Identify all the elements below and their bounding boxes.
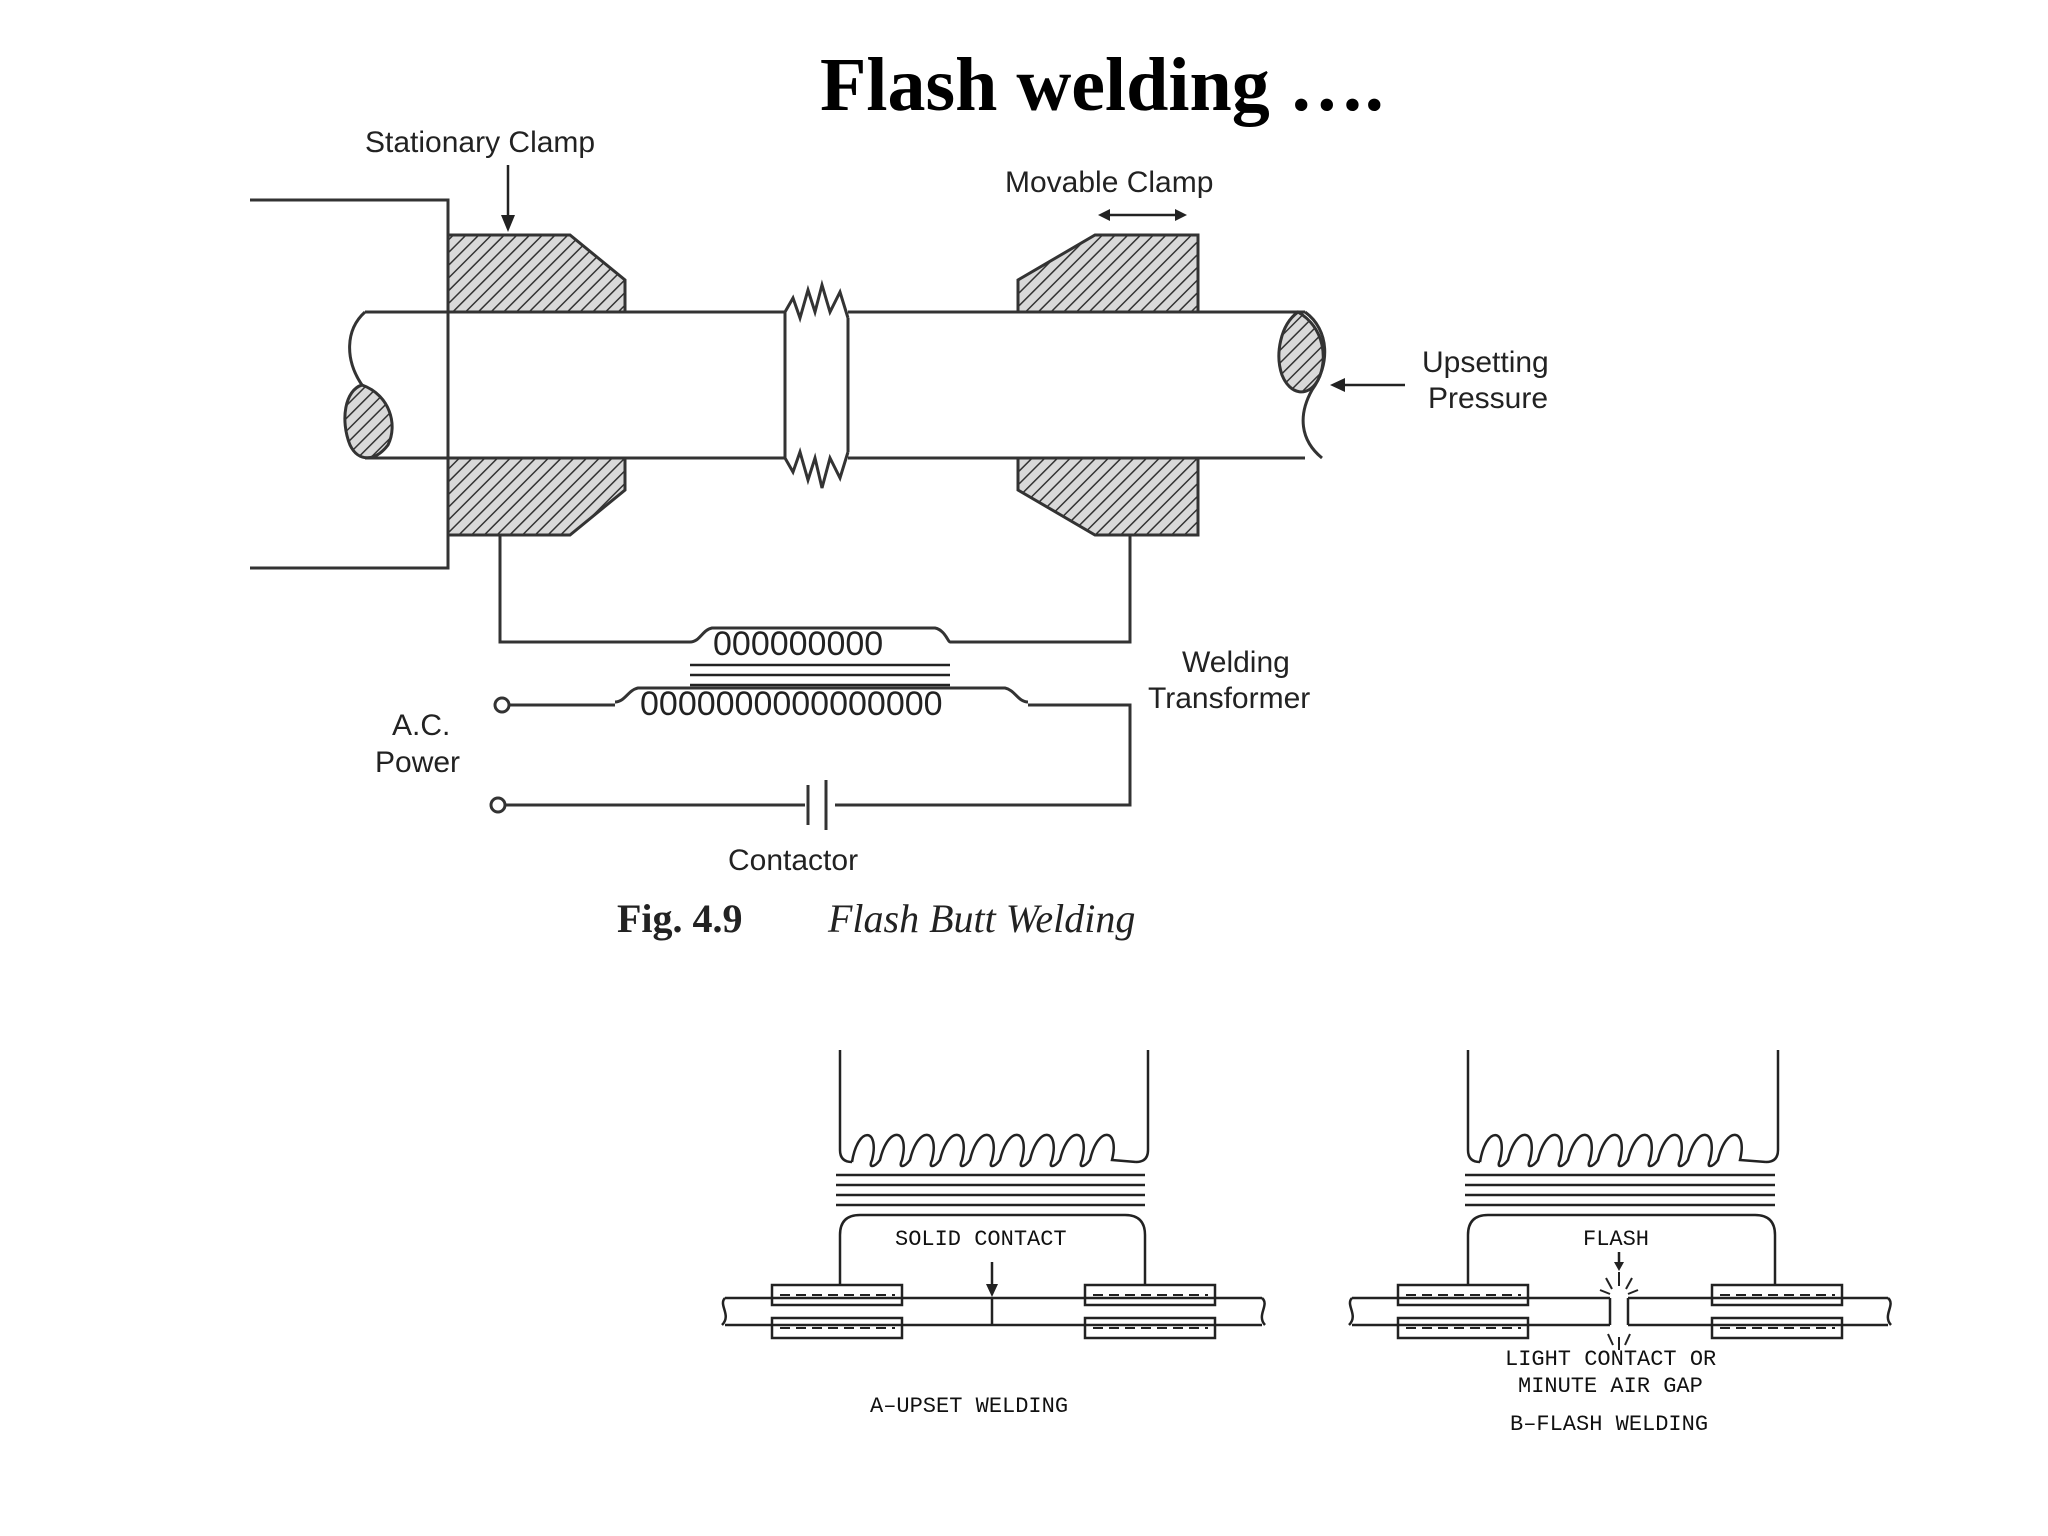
- label-flash-welding: B–FLASH WELDING: [1510, 1412, 1708, 1437]
- label-air-gap: MINUTE AIR GAP: [1518, 1374, 1703, 1399]
- stationary-clamp-lower: [446, 456, 627, 537]
- flash-welding-diagram: [1348, 1050, 1893, 1350]
- primary-wire-right: [835, 703, 1132, 807]
- ac-terminal-top: [493, 696, 511, 714]
- secondary-circuit-right: [950, 535, 1132, 644]
- label-contactor: Contactor: [728, 844, 858, 877]
- label-transformer: Transformer: [1148, 682, 1310, 715]
- label-stationary-clamp: Stationary Clamp: [365, 126, 595, 159]
- label-solid-contact: SOLID CONTACT: [895, 1227, 1067, 1252]
- machine-frame: [250, 198, 450, 570]
- slide-title: Flash welding ….: [820, 43, 1384, 127]
- label-pressure: Pressure: [1428, 382, 1548, 415]
- upset-transformer-coil: [850, 1133, 1137, 1168]
- figure-caption-number: Fig. 4.9: [617, 896, 743, 941]
- right-workpiece: [846, 310, 1327, 460]
- flash-spark-icon: [1599, 1272, 1639, 1350]
- secondary-coil: 000000000: [713, 625, 883, 663]
- stationary-clamp-upper: [446, 233, 627, 314]
- movable-clamp-upper: [1016, 233, 1200, 314]
- label-flash: FLASH: [1583, 1227, 1649, 1252]
- label-movable-clamp: Movable Clamp: [1005, 166, 1213, 199]
- label-welding: Welding: [1182, 646, 1290, 679]
- figure-caption-text: Flash Butt Welding: [827, 896, 1135, 941]
- primary-coil-bracket: [614, 686, 1029, 704]
- movable-clamp-lower: [1016, 456, 1200, 537]
- ac-terminal-bottom: [489, 796, 507, 814]
- label-upset-welding: A–UPSET WELDING: [870, 1394, 1068, 1419]
- primary-coil: 0000000000000000: [640, 685, 943, 723]
- label-upsetting: Upsetting: [1422, 346, 1549, 379]
- label-power: Power: [375, 746, 460, 779]
- left-workpiece: [343, 279, 850, 489]
- secondary-coil-bracket: [689, 626, 951, 644]
- flash-transformer-coil: [1478, 1133, 1767, 1168]
- upset-welding-diagram: [721, 1050, 1267, 1340]
- label-ac: A.C.: [392, 709, 450, 742]
- secondary-circuit-left: [498, 535, 690, 644]
- label-light-contact: LIGHT CONTACT OR: [1505, 1347, 1716, 1372]
